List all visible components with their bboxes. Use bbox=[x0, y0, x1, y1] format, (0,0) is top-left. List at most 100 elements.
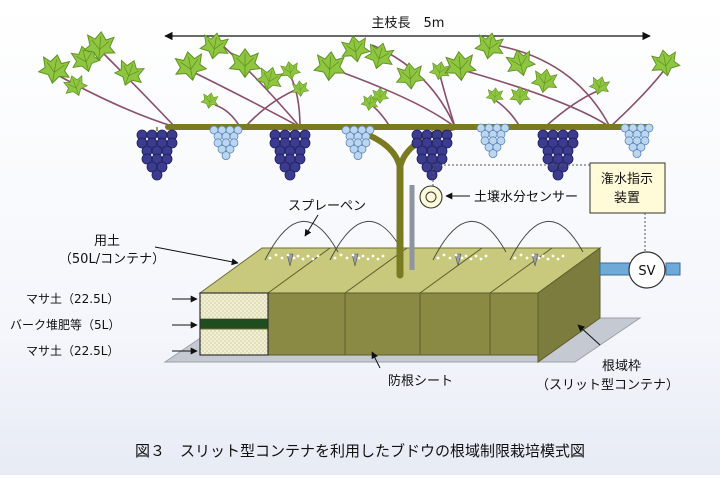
vine-cane bbox=[329, 67, 456, 128]
spray-droplet bbox=[366, 257, 370, 261]
leaf-vein bbox=[434, 64, 447, 80]
spray-droplet bbox=[460, 256, 464, 260]
spray-droplet bbox=[513, 256, 517, 260]
vine-cane bbox=[214, 104, 241, 128]
spray-droplet bbox=[311, 257, 315, 261]
spray-droplet bbox=[474, 254, 478, 258]
grape-berry bbox=[166, 137, 178, 149]
dark-grape-cluster-icon bbox=[411, 127, 453, 181]
grape-berry bbox=[299, 137, 311, 149]
leaf-vein bbox=[67, 78, 81, 96]
bark-compost-layer bbox=[200, 319, 268, 329]
root-frame-label-line2: （スリット型コンテナ） bbox=[536, 378, 679, 393]
leaf-vein bbox=[180, 56, 199, 81]
spray-droplet bbox=[561, 254, 565, 258]
grape-clusters bbox=[136, 123, 654, 181]
spray-droplet bbox=[546, 257, 550, 261]
leaf-vein bbox=[450, 56, 469, 81]
spray-nozzle-icon bbox=[286, 253, 294, 267]
water-pipe-outlet bbox=[665, 262, 681, 276]
vine-cane bbox=[454, 67, 611, 128]
grape-leaf-icon bbox=[113, 59, 145, 86]
container-front-face bbox=[199, 292, 269, 356]
leaf-vein bbox=[263, 70, 279, 91]
grape-leaf-icon bbox=[360, 94, 379, 111]
grape-berry bbox=[640, 136, 650, 146]
spray-droplet bbox=[301, 257, 305, 261]
spray-droplet bbox=[448, 256, 452, 260]
grape-leaf-icon bbox=[280, 61, 302, 81]
grape-berry bbox=[500, 123, 510, 133]
irrigation-indicator-line1: 潅水指示 bbox=[601, 172, 653, 187]
grape-leaf-icon bbox=[340, 35, 371, 63]
leaf-vein bbox=[365, 97, 376, 111]
leaf-vein bbox=[656, 54, 673, 76]
leaf-vein bbox=[294, 83, 305, 97]
irrigation-indicator-box bbox=[589, 162, 666, 214]
vine-cane bbox=[439, 74, 456, 128]
spray-droplet bbox=[306, 254, 310, 258]
leaf-vein bbox=[91, 36, 110, 61]
spray-droplet bbox=[442, 253, 446, 257]
grape-leaf-icon bbox=[199, 32, 230, 60]
grape-leaf-icon bbox=[395, 62, 426, 90]
figure-caption: 図３ スリット型コンテナを利用したブドウの根域制限栽培模式図 bbox=[135, 442, 585, 460]
soil-label-line1: 用土 bbox=[94, 234, 120, 249]
spray-droplet bbox=[357, 256, 361, 260]
spray-droplet bbox=[286, 253, 290, 257]
grape-berry bbox=[632, 149, 642, 159]
sensor-signal-line bbox=[432, 164, 590, 190]
masa-soil-upper-layer bbox=[199, 292, 269, 320]
spray-droplet bbox=[376, 257, 380, 261]
unit-slit-line bbox=[419, 247, 483, 294]
spray-arc bbox=[329, 221, 404, 261]
leaf-vein bbox=[346, 40, 363, 62]
grape-berry bbox=[636, 142, 646, 152]
spray-nozzles bbox=[264, 221, 584, 267]
spray-droplet bbox=[551, 254, 555, 258]
grape-leaf-icon bbox=[588, 76, 611, 95]
grape-leaf-icon bbox=[530, 68, 558, 94]
grape-leaf-icon bbox=[312, 51, 346, 82]
spray-droplet bbox=[381, 254, 385, 258]
root-frame-arrow bbox=[577, 324, 601, 346]
grape-leaf-icon bbox=[200, 92, 219, 109]
masa-soil-lower-layer bbox=[199, 328, 269, 356]
leaf-blade bbox=[588, 76, 611, 95]
grape-leaf-icon bbox=[228, 47, 262, 79]
grape-berry bbox=[644, 123, 654, 133]
grape-berry bbox=[496, 136, 506, 146]
vine-cane bbox=[244, 87, 301, 128]
grape-berry bbox=[492, 142, 502, 152]
leaf-blade bbox=[530, 68, 558, 94]
leaf-vein bbox=[283, 64, 296, 80]
leaf-vein bbox=[207, 37, 224, 59]
leaf-blade bbox=[82, 31, 116, 62]
soil-moisture-sensor-dial bbox=[425, 191, 437, 203]
grape-leaf-icon bbox=[505, 49, 537, 77]
grape-leaf-icon bbox=[37, 54, 71, 85]
leaf-vein bbox=[482, 37, 499, 59]
soil-label-line2: （50L/コンテナ） bbox=[59, 252, 165, 267]
leaf-blade bbox=[505, 49, 537, 77]
grape-berry bbox=[151, 169, 163, 181]
grape-berry bbox=[353, 151, 363, 161]
leaf-vein bbox=[235, 53, 255, 78]
grape-berry bbox=[284, 169, 296, 181]
spray-droplet bbox=[436, 256, 440, 260]
grape-berry bbox=[156, 161, 168, 173]
grape-berry bbox=[562, 153, 574, 165]
spray-droplet bbox=[464, 254, 468, 258]
leaf-vein bbox=[76, 50, 92, 72]
spray-droplet bbox=[541, 254, 545, 258]
main-stem-length-label: 主枝長 5m bbox=[372, 16, 445, 31]
grape-leaf-icon bbox=[444, 51, 478, 82]
spray-droplet bbox=[333, 256, 337, 260]
dark-grape-cluster-icon bbox=[537, 127, 579, 181]
grape-berry bbox=[233, 125, 243, 135]
grape-leaf-icon bbox=[428, 61, 450, 81]
leaf-vein bbox=[123, 64, 140, 86]
grape-berry bbox=[229, 138, 239, 148]
